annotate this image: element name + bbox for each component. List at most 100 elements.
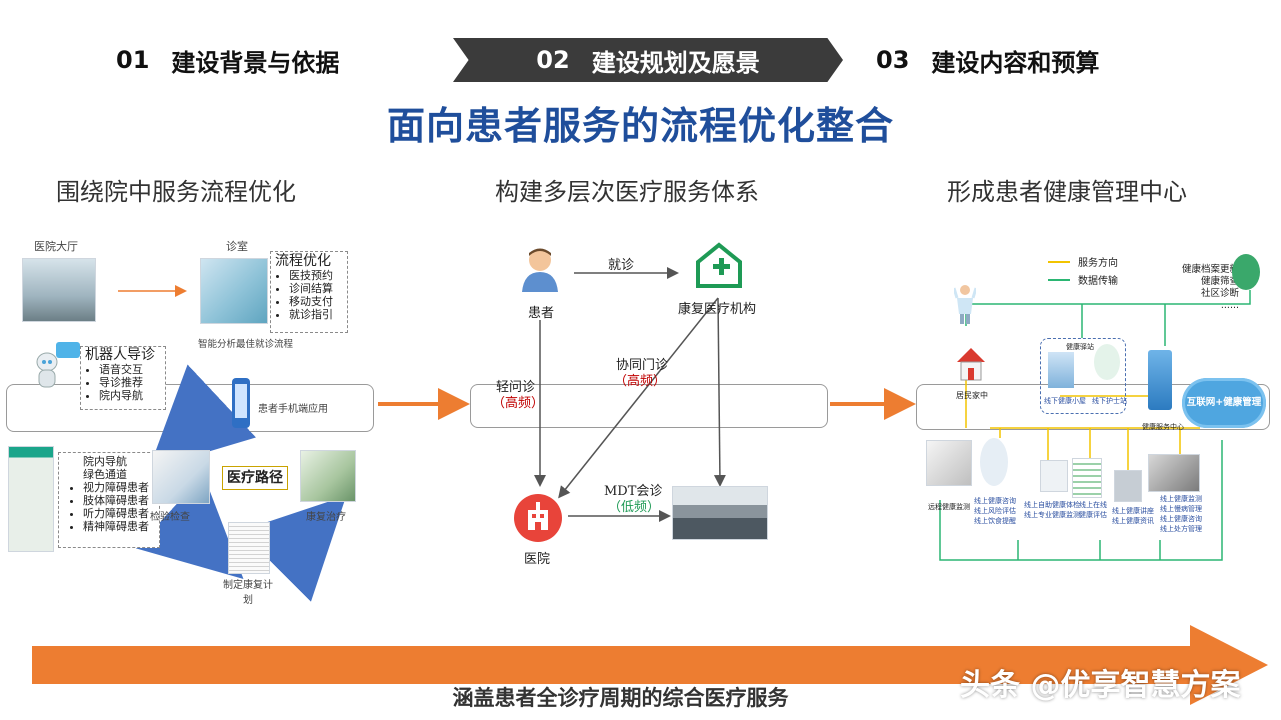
nav-item: 绿色通道 [83,468,127,481]
watermark-text: 头条 @优享智慧方案 [960,668,1241,703]
rehab-label: 康复治疗 [306,512,346,523]
rehab-mdt-arrow [713,297,726,487]
visit-label: 就诊 [608,258,635,273]
rehab-plan-document [228,522,270,574]
phone-icon [232,378,250,428]
nurse-icon [1094,344,1120,380]
mdt-meeting-photo [672,486,768,540]
health-cabin-icon [1048,352,1074,388]
nav-item: 肢体障碍患者 [83,494,155,507]
rehab-institution-label: 康复医疗机构 [678,302,757,317]
service-item: 线上健康监测 [1160,495,1202,503]
service-item: 线上处方管理 [1160,525,1202,533]
service-item: 线上健康咨询 [1160,515,1202,523]
rehab-plan-label: 制定康复计划 [223,580,273,606]
records-item: 健康筛查 [1201,276,1240,287]
tab-number: 03 [876,46,910,74]
process-item: 就诊指引 [289,308,343,321]
remote-monitor-label: 远程健康监测 [928,503,970,511]
timeline-arrow-head [1190,625,1268,705]
navigation-box: 院内导航 绿色通道 视力障碍患者 肢体障碍患者 听力障碍患者 精神障碍患者 [58,452,160,548]
nav-item: 精神障碍患者 [83,520,155,533]
health-record-icon [1232,254,1260,290]
flow-arrow-1 [148,364,256,470]
legend-service-label: 服务方向 [1078,258,1118,269]
middle-band [470,384,828,428]
service-item: 线上健康资讯 [1112,517,1154,525]
rehab-hospital-arrow [558,297,719,499]
service-list-4: 线上健康讲座 线上健康资讯 [1112,506,1154,526]
records-item: 社区诊断 [1201,288,1240,299]
self-check-photo [1040,460,1068,492]
rehab-photo [300,450,356,502]
lecture-photo [1114,470,1142,502]
tab-label: 建设背景与依据 [171,48,340,77]
health-center-building-icon [1148,350,1172,410]
footer-caption: 涵盖患者全诊疗周期的综合医疗服务 [452,686,789,710]
remote-monitor-device [926,440,972,486]
phone-app-label: 患者手机端应用 [258,404,328,415]
tab-planning-active[interactable]: 02 建设规划及愿景 [453,38,843,82]
patient-label: 患者 [528,306,555,321]
offline-cabin-label: 线下健康小屋 [1044,397,1086,405]
flow-arrow-3 [240,495,347,602]
robot-item: 导诊推荐 [99,376,161,389]
service-item: 线上在线健康评估 [1079,501,1107,519]
legend-data-label: 数据传输 [1078,276,1118,287]
tab-background[interactable]: 01 建设背景与依据 [116,38,339,82]
robot-item: 语音交互 [99,363,161,376]
navigation-app-screenshot [8,446,54,552]
clinic-photo [200,258,268,324]
smart-analysis-text: 智能分析最佳就诊流程 [198,339,294,350]
tab-content-budget[interactable]: 03 建设内容和预算 [876,38,1099,82]
service-list-3: 线上在线健康评估 [1078,500,1108,520]
process-head: 流程优化 [275,253,331,269]
hospital-label: 医院 [524,552,551,567]
collab-clinic-label: 协同门诊 [616,358,669,373]
tab-number: 02 [536,46,570,74]
hall-photo [22,258,96,322]
service-list-5: 线上健康监测 线上慢病管理 线上健康咨询 线上处方管理 [1160,494,1202,534]
online-assessment-screen [1072,458,1102,498]
hall-label: 医院大厅 [34,240,78,253]
mdt-label: MDT会诊 [604,484,663,499]
light-consult-frequency: （高频） [492,396,545,411]
service-list-2: 线上自助健康体检 线上专业健康监测 [1024,500,1080,520]
nav-item: 听力障碍患者 [83,507,155,520]
robot-item: 院内导航 [99,389,161,402]
medical-path-badge: 医疗路径 [222,466,288,490]
records-item: ...... [1220,300,1240,311]
health-center-label: 健康服务中心 [1142,423,1184,431]
flow-arrow-2 [135,474,244,580]
hospital-icon [514,494,562,542]
light-consult-label: 轻问诊 [496,380,536,395]
offline-nurse-label: 线下护士站 [1092,397,1127,405]
nav-item: 院内导航 [83,455,127,468]
left-section-title: 围绕院中服务流程优化 [56,178,296,206]
service-item: 线上慢病管理 [1160,505,1202,513]
service-item: 线上风险评估 [974,507,1016,515]
process-item: 移动支付 [289,295,343,308]
patient-icon [520,246,560,292]
lab-check-photo [152,450,210,504]
robot-icon [34,350,60,390]
robot-head: 机器人导诊 [85,347,155,363]
tab-label: 建设规划及愿景 [591,48,760,77]
process-item: 诊间结算 [289,282,343,295]
service-item: 线上健康讲座 [1112,507,1154,515]
health-center-photo [1148,454,1200,492]
resident-person-icon [952,284,978,324]
service-item: 线上健康咨询 [974,497,1016,505]
health-station-box [1040,338,1126,414]
process-box: 流程优化 医技预约 诊间结算 移动支付 就诊指引 [270,251,348,333]
nav-item: 视力障碍患者 [83,481,155,494]
middle-section-title: 构建多层次医疗服务体系 [495,178,759,206]
resident-home-label: 居民家中 [956,391,988,400]
records-list: 健康档案更新 健康筛查 社区诊断 ...... [1182,264,1239,312]
internet-health-cloud: 互联网+健康管理 [1182,378,1266,428]
robot-box: 机器人导诊 语音交互 导诊推荐 院内导航 [80,346,166,410]
speech-bubble-icon [56,342,80,358]
process-item: 医技预约 [289,269,343,282]
mdt-frequency: （低频） [608,500,661,515]
